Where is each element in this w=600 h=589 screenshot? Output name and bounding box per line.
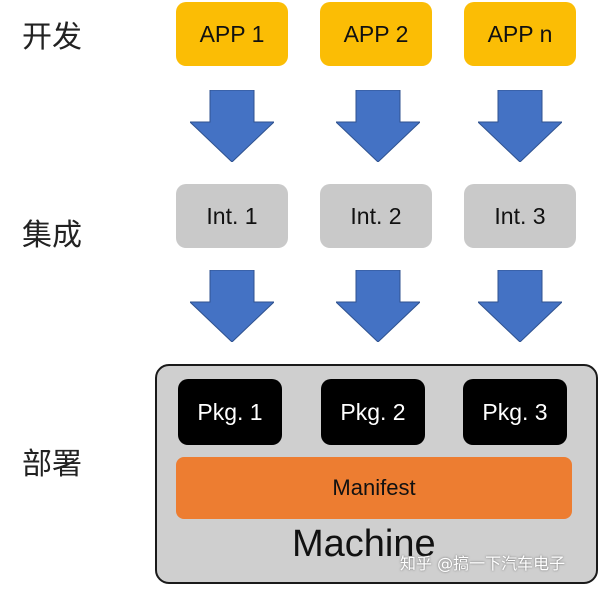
int-box-3: Int. 3 (464, 184, 576, 248)
int-box-1: Int. 1 (176, 184, 288, 248)
machine-label: Machine (292, 523, 436, 565)
down-arrow-icon (336, 90, 420, 162)
stage-label-integrate: 集成 (22, 218, 82, 253)
down-arrow-icon (336, 270, 420, 342)
pkg-box-2: Pkg. 2 (321, 379, 425, 445)
app-box-1: APP 1 (176, 2, 288, 66)
down-arrow-icon (190, 270, 274, 342)
app-box-n: APP n (464, 2, 576, 66)
down-arrow-icon (190, 90, 274, 162)
int-box-2: Int. 2 (320, 184, 432, 248)
down-arrow-icon (478, 270, 562, 342)
pkg-box-1: Pkg. 1 (178, 379, 282, 445)
down-arrow-icon (478, 90, 562, 162)
stage-label-deploy: 部署 (22, 447, 82, 482)
app-box-2: APP 2 (320, 2, 432, 66)
watermark: 知乎 @搞一下汽车电子 (400, 554, 566, 573)
pkg-box-3: Pkg. 3 (463, 379, 567, 445)
stage-label-develop: 开发 (22, 20, 82, 55)
manifest-bar: Manifest (176, 457, 572, 519)
